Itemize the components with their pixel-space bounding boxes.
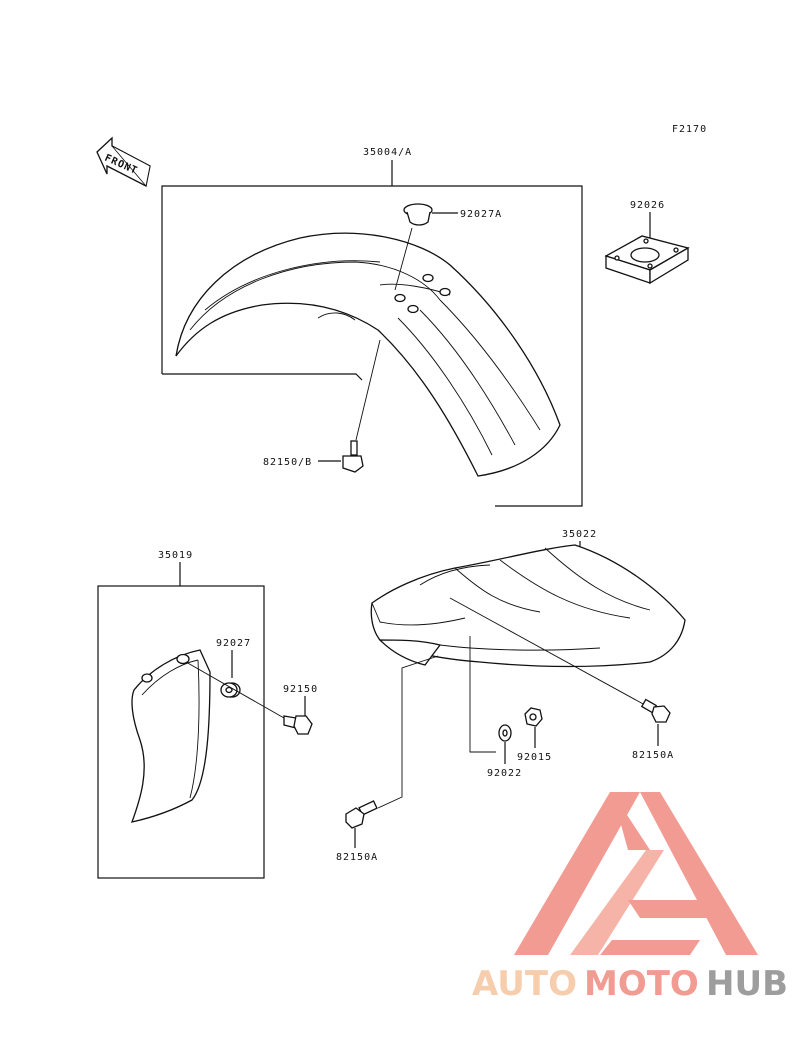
rear-fender-group: 35022 82150A 92022 bbox=[336, 529, 686, 863]
washer-92022 bbox=[498, 724, 512, 742]
mud-flap bbox=[130, 649, 211, 823]
front-fender-group: 35004/A 92027A 92026 bbox=[161, 147, 690, 507]
bolt-82150a-right bbox=[640, 698, 671, 723]
label-bracket: 92026 bbox=[630, 200, 665, 211]
bracket-92026 bbox=[604, 235, 690, 285]
nut-92015 bbox=[524, 707, 543, 727]
label-grommet-top: 92027A bbox=[460, 209, 502, 220]
bolt-82150b bbox=[342, 440, 364, 473]
watermark: AUTO MOTO HUB bbox=[472, 792, 788, 1004]
label-rear-fender: 35022 bbox=[562, 529, 597, 540]
watermark-moto: MOTO bbox=[584, 964, 699, 1004]
flap-group-frame bbox=[97, 585, 265, 879]
label-bolt-front: 82150/B bbox=[263, 457, 312, 468]
label-grommet-flap: 92027 bbox=[216, 638, 251, 649]
label-bolt-rear-right: 82150A bbox=[632, 750, 674, 761]
bolt-92150 bbox=[283, 715, 313, 735]
flap-group: 35019 92027 92150 bbox=[97, 550, 318, 879]
label-flap-assembly: 35019 bbox=[158, 550, 193, 561]
grommet-92027a bbox=[403, 203, 433, 226]
bolt-82150a-left bbox=[345, 800, 378, 829]
label-front-fender: 35004/A bbox=[363, 147, 412, 158]
front-arrow-icon: FRONT bbox=[96, 136, 151, 187]
label-bolt-rear-left: 82150A bbox=[336, 852, 378, 863]
front-fender bbox=[175, 232, 561, 477]
figure-code: F2170 bbox=[672, 124, 707, 135]
label-washer: 92022 bbox=[487, 768, 522, 779]
automotohub-logo-icon bbox=[514, 792, 758, 955]
watermark-hub: HUB bbox=[706, 964, 788, 1004]
front-group-frame bbox=[161, 185, 583, 507]
label-nut: 92015 bbox=[517, 752, 552, 763]
grommet-92027 bbox=[220, 682, 241, 698]
watermark-auto: AUTO bbox=[472, 964, 577, 1004]
label-bolt-flap: 92150 bbox=[283, 684, 318, 695]
rear-fender bbox=[370, 544, 686, 668]
front-group-frame-lower bbox=[162, 373, 363, 381]
